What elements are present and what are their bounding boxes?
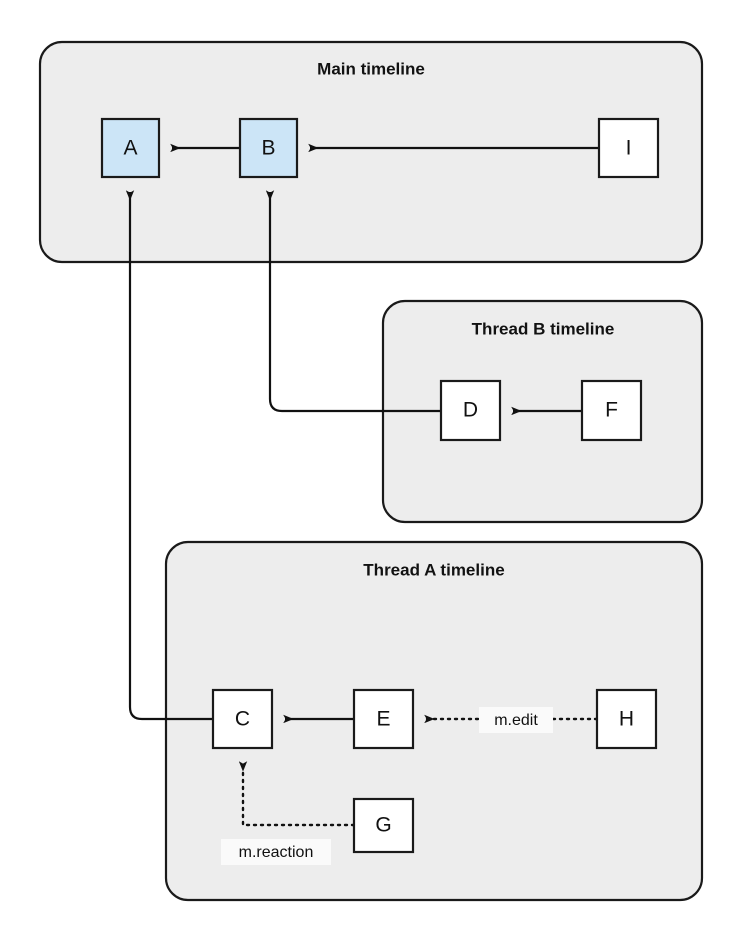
node-h-box[interactable] — [595, 688, 658, 750]
group-main-timeline-box — [38, 40, 704, 264]
node-g[interactable]: G — [352, 797, 415, 854]
node-i-label: I — [626, 137, 632, 160]
node-f[interactable]: F — [580, 379, 643, 442]
node-d-label: D — [463, 399, 478, 422]
group-main-timeline-title: Main timeline — [317, 59, 425, 78]
node-e-label: E — [376, 708, 390, 731]
node-b-box[interactable] — [238, 117, 299, 179]
node-a[interactable]: A — [100, 117, 161, 179]
edge-label-m-edit-text: m.edit — [494, 712, 538, 729]
node-d-box[interactable] — [439, 379, 502, 442]
edge-label-m-edit-bg — [479, 707, 553, 733]
node-c[interactable]: C — [211, 688, 274, 750]
node-f-label: F — [605, 399, 618, 422]
edge-c-to-a — [125, 190, 213, 721]
node-h-label: H — [619, 708, 634, 731]
node-b[interactable]: B — [238, 117, 299, 179]
group-thread-b-timeline-title: Thread B timeline — [472, 319, 615, 338]
group-main-timeline: Main timeline — [38, 40, 704, 264]
edge-label-m-edit: m.edit — [479, 707, 553, 733]
edge-label-m-reaction: m.reaction — [221, 839, 331, 865]
edge-label-m-reaction-bg — [221, 839, 331, 865]
node-c-label: C — [235, 708, 250, 731]
node-g-label: G — [375, 814, 391, 837]
node-e-box[interactable] — [352, 688, 415, 750]
node-e[interactable]: E — [352, 688, 415, 750]
node-g-box[interactable] — [352, 797, 415, 854]
node-c-box[interactable] — [211, 688, 274, 750]
node-d[interactable]: D — [439, 379, 502, 442]
edge-label-m-reaction-text: m.reaction — [239, 844, 314, 861]
edge-d-to-b — [265, 190, 441, 413]
group-thread-a-timeline-title: Thread A timeline — [363, 560, 504, 579]
node-i-box[interactable] — [597, 117, 660, 179]
node-b-label: B — [261, 137, 275, 160]
node-i[interactable]: I — [597, 117, 660, 179]
node-a-label: A — [123, 137, 137, 160]
node-a-box[interactable] — [100, 117, 161, 179]
node-h[interactable]: H — [595, 688, 658, 750]
edge-g-to-c — [238, 761, 356, 827]
node-f-box[interactable] — [580, 379, 643, 442]
